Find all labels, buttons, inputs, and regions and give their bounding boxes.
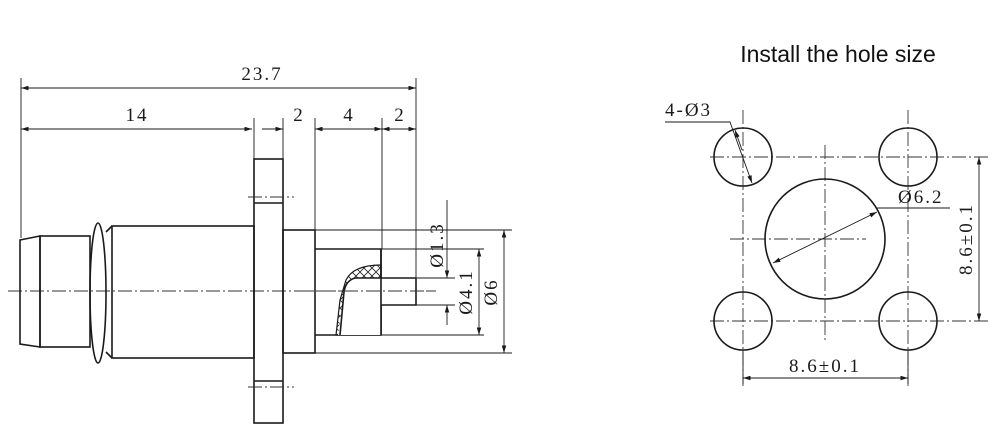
- connector-side-view: 23.7 14 2 4 2 Ø1.3 Ø4.1 Ø6: [8, 64, 512, 424]
- dim-spacing-vertical: 8.6±0.1: [956, 203, 977, 275]
- body-taper: [105, 225, 113, 359]
- front-chamfer: [19, 235, 41, 348]
- dim-pin-length: 2: [394, 105, 406, 126]
- label-mount-holes: 4-Ø3: [665, 100, 712, 121]
- rear-shoulder: [282, 229, 316, 354]
- dim-pin-diameter: Ø1.3: [427, 222, 448, 267]
- pin: [339, 277, 416, 336]
- mounting-hole-view: 4-Ø3 Ø6.2 8.6±0.1 8.6±0.1: [665, 100, 988, 386]
- dim-overall-length: 23.7: [241, 64, 282, 85]
- drawing-title: Install the hole size: [740, 41, 936, 67]
- mount-hole: [878, 127, 938, 187]
- dim-outer-diameter: Ø6: [481, 278, 502, 305]
- dim-body-length: 14: [126, 105, 149, 126]
- front-sleeve: [39, 235, 91, 348]
- dim-flange-thickness: 2: [293, 105, 305, 126]
- dim-insulator-diameter: Ø4.1: [456, 269, 477, 314]
- dim-insulator-length: 4: [343, 105, 355, 126]
- o-ring: [89, 222, 107, 364]
- center-hole: [764, 178, 886, 300]
- dim-spacing-horizontal: 8.6±0.1: [789, 356, 861, 377]
- mount-hole: [713, 127, 773, 187]
- label-center-hole: Ø6.2: [898, 187, 943, 208]
- body: [111, 225, 255, 359]
